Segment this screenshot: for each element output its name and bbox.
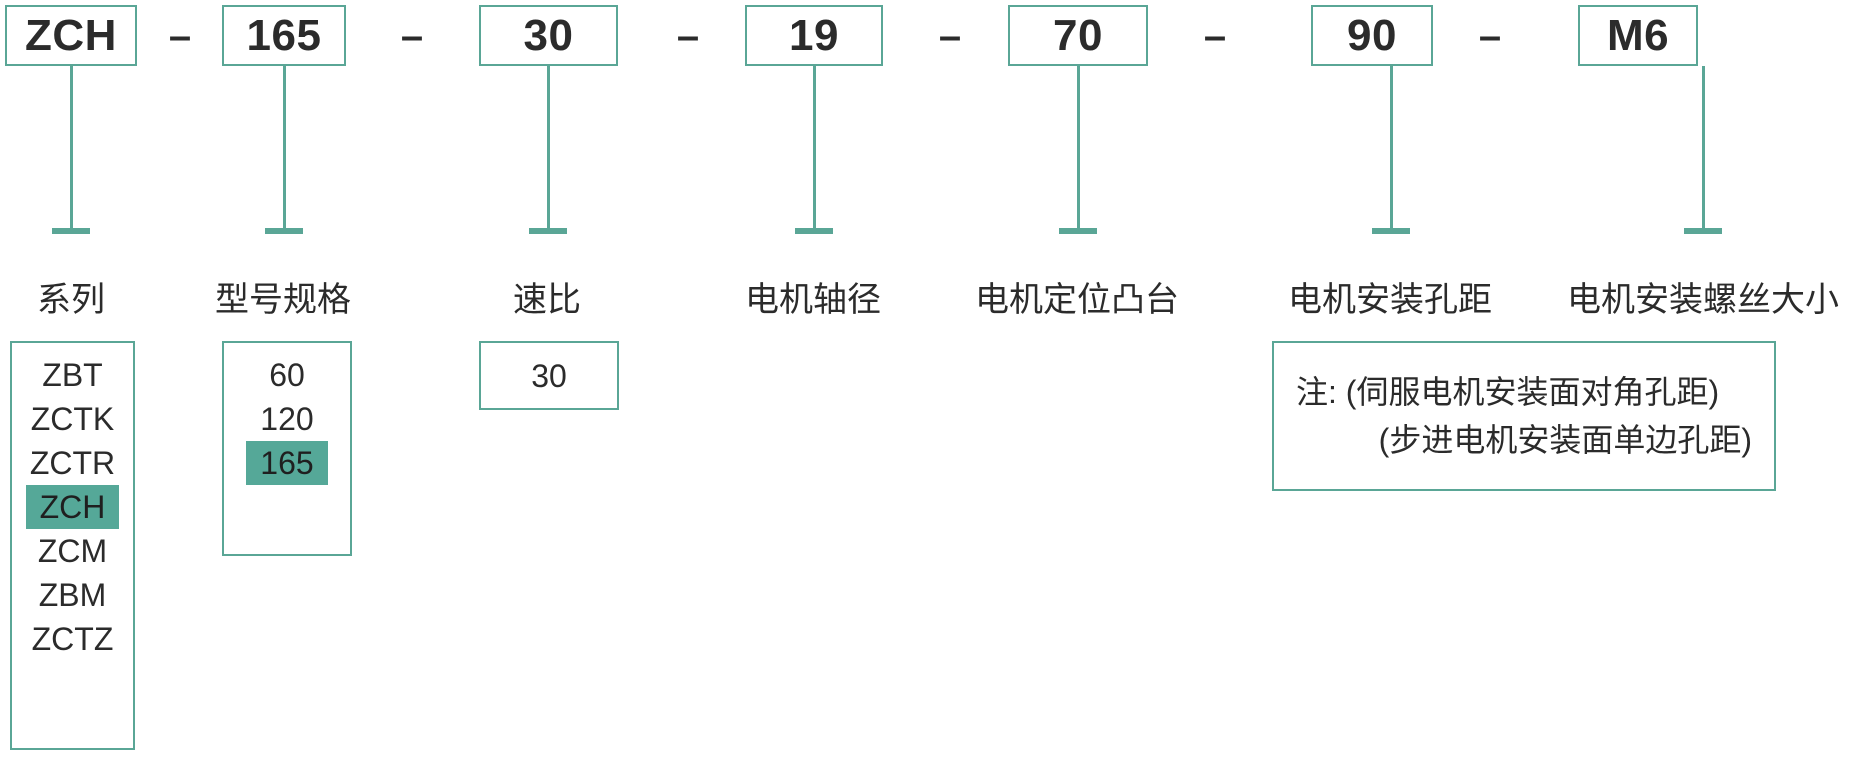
- option-item[interactable]: ZCTK: [30, 401, 115, 437]
- field-label-series: 系列: [37, 281, 105, 319]
- code-segment-value: M6: [1606, 10, 1670, 60]
- connector-tbar-series: [52, 228, 90, 234]
- code-segment-value: 70: [1053, 10, 1103, 60]
- code-separator-dash: –: [676, 14, 700, 58]
- note-line-servo: 注: (伺服电机安装面对角孔距): [1296, 374, 1720, 410]
- code-segment-box-shaft-diameter[interactable]: 19: [745, 5, 883, 66]
- field-label-locating-boss: 电机定位凸台: [975, 281, 1179, 319]
- connector-stem-screw-size: [1702, 66, 1705, 231]
- connector-tbar-locating-boss: [1059, 228, 1097, 234]
- connector-stem-hole-spacing: [1390, 66, 1393, 231]
- code-segment-box-model-spec[interactable]: 165: [222, 5, 346, 66]
- code-separator-dash: –: [938, 14, 962, 58]
- code-segment-box-ratio[interactable]: 30: [479, 5, 618, 66]
- connector-tbar-ratio: [529, 228, 567, 234]
- code-segment-value: 19: [789, 10, 839, 60]
- field-label-screw-size: 电机安装螺丝大小: [1567, 281, 1839, 319]
- code-separator-dash: –: [1203, 14, 1227, 58]
- option-item[interactable]: ZCTZ: [31, 621, 114, 657]
- connector-tbar-hole-spacing: [1372, 228, 1410, 234]
- code-segment-box-hole-spacing[interactable]: 90: [1311, 5, 1433, 66]
- connector-tbar-shaft-diameter: [795, 228, 833, 234]
- connector-stem-series: [70, 66, 73, 231]
- option-panel-series[interactable]: ZBT ZCTK ZCTR ZCH ZCM ZBM ZCTZ: [10, 341, 135, 750]
- option-item-selected[interactable]: ZCH: [25, 485, 120, 529]
- connector-stem-model-spec: [283, 66, 286, 231]
- option-panel-model-spec[interactable]: 60 120 165: [222, 341, 352, 556]
- field-label-model-spec: 型号规格: [215, 281, 351, 319]
- code-segment-value: 30: [523, 10, 574, 60]
- option-item[interactable]: 30: [531, 357, 567, 394]
- code-segment-box-series[interactable]: ZCH: [5, 5, 137, 66]
- option-item[interactable]: 120: [260, 401, 314, 437]
- connector-stem-locating-boss: [1077, 66, 1080, 231]
- note-line-stepper: (步进电机安装面单边孔距): [1378, 422, 1752, 458]
- option-panel-ratio[interactable]: 30: [479, 341, 619, 410]
- option-item[interactable]: 60: [269, 357, 305, 393]
- code-segment-box-screw-size[interactable]: M6: [1578, 5, 1698, 66]
- note-box: 注: (伺服电机安装面对角孔距) (步进电机安装面单边孔距): [1272, 341, 1776, 491]
- connector-stem-shaft-diameter: [813, 66, 816, 231]
- code-segment-box-locating-boss[interactable]: 70: [1008, 5, 1148, 66]
- field-label-ratio: 速比: [513, 281, 581, 319]
- code-separator-dash: –: [1478, 14, 1502, 58]
- option-item-selected[interactable]: 165: [246, 441, 328, 485]
- code-segment-value: ZCH: [25, 10, 117, 60]
- field-label-shaft-diameter: 电机轴径: [745, 281, 881, 319]
- option-item[interactable]: ZCM: [37, 533, 108, 569]
- connector-stem-ratio: [547, 66, 550, 231]
- option-item[interactable]: ZBM: [38, 577, 107, 613]
- code-segment-value: 165: [246, 10, 322, 60]
- option-item[interactable]: ZCTR: [29, 445, 116, 481]
- option-item[interactable]: ZBT: [42, 357, 103, 393]
- code-separator-dash: –: [400, 14, 424, 58]
- code-separator-dash: –: [168, 14, 192, 58]
- code-segment-value: 90: [1347, 10, 1397, 60]
- connector-tbar-model-spec: [265, 228, 303, 234]
- connector-tbar-screw-size: [1684, 228, 1722, 234]
- field-label-hole-spacing: 电机安装孔距: [1288, 281, 1492, 319]
